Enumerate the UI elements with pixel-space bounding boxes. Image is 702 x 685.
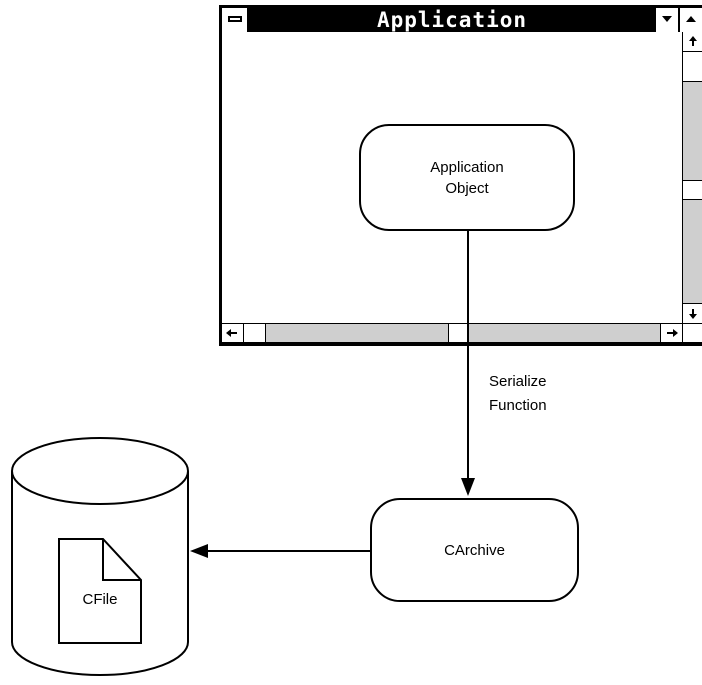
system-menu-button[interactable] [222,8,250,32]
cfile-label: CFile [82,591,118,608]
storage-cylinder [11,437,189,676]
scroll-track-top[interactable] [683,52,702,82]
arrow-left-icon [226,329,237,337]
horizontal-scrollbar[interactable] [222,323,682,343]
title-bar[interactable]: Application [222,8,702,32]
system-menu-icon [228,16,242,22]
serialize-function-label: Serialize Function [489,373,547,414]
scrollbar-corner [682,323,702,343]
scroll-right-button[interactable] [660,324,682,343]
arrow-up-icon [689,36,697,46]
maximize-button[interactable] [678,8,702,32]
application-window: Application [219,5,702,346]
vertical-scroll-thumb[interactable] [683,180,702,200]
application-object-label: Application Object [430,158,504,197]
carchive-label: CArchive [444,541,505,559]
application-object-node: Application Object [359,124,575,231]
scroll-down-button[interactable] [683,303,702,323]
carchive-node: CArchive [370,498,579,602]
minimize-arrow-icon [662,16,672,22]
scroll-up-button[interactable] [683,32,702,52]
vertical-scrollbar[interactable] [682,32,702,323]
scroll-left-button[interactable] [222,324,244,343]
arrow-right-icon [667,329,678,337]
minimize-button[interactable] [654,8,678,32]
scroll-track-left[interactable] [244,324,266,343]
maximize-arrow-icon [686,16,696,22]
window-title: Application [376,8,528,32]
horizontal-scroll-thumb[interactable] [448,324,468,343]
write-arrow [190,544,370,558]
arrow-down-icon [689,309,697,319]
